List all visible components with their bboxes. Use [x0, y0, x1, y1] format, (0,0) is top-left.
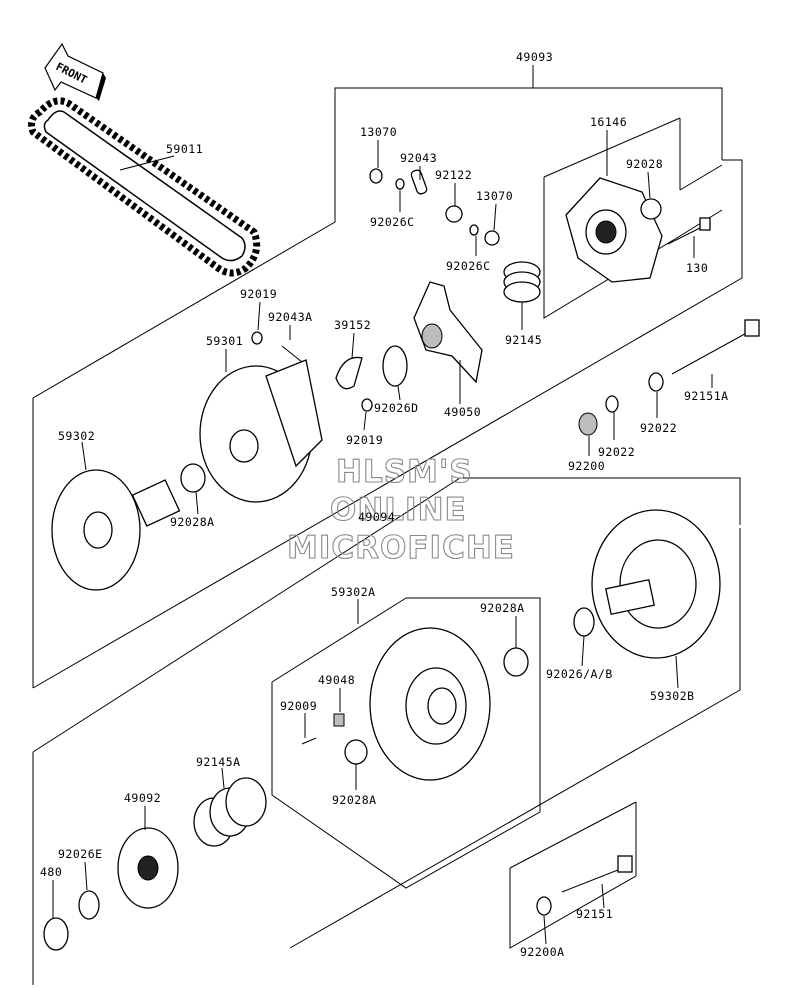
label-92200: 92200: [568, 459, 605, 473]
label-92009: 92009: [280, 699, 317, 713]
collar-92122: [445, 205, 463, 223]
bushing-92028a: [180, 463, 206, 493]
circlip-480: [43, 917, 69, 951]
retainer-49092: [117, 827, 179, 909]
label-92026e: 92026E: [58, 847, 103, 861]
label-49092: 49092: [124, 791, 161, 805]
label-92028: 92028: [626, 157, 663, 171]
label-59011: 59011: [166, 142, 203, 156]
nut-92019-b: [361, 398, 373, 412]
label-92022-b: 92022: [598, 445, 635, 459]
bolt-130: [667, 217, 711, 245]
label-92028a-3: 92028A: [332, 793, 377, 807]
cam-59302a: [369, 627, 491, 781]
label-39152: 39152: [334, 318, 371, 332]
fixed-sheave-59302: [51, 469, 181, 591]
collar-13070: [369, 168, 383, 184]
nut-92019: [251, 331, 263, 345]
bolt-92151: [561, 855, 633, 893]
bushing-92028a-2: [503, 647, 529, 677]
watermark-line-1: HLSM'S: [336, 454, 473, 490]
pin-92043: [410, 169, 428, 195]
washer-92026d: [382, 345, 408, 387]
label-49048: 49048: [318, 673, 355, 687]
label-49094: 49094: [358, 510, 395, 524]
washer-92022: [648, 372, 664, 392]
label-92043a: 92043A: [268, 310, 313, 324]
rocker-arm-49050: [413, 281, 483, 384]
washer-92026c: [395, 178, 405, 190]
collar-13070-b: [484, 230, 500, 246]
label-49093: 49093: [516, 50, 553, 64]
label-92028a-2: 92028A: [480, 601, 525, 615]
hub-16146: [565, 177, 663, 283]
label-92043: 92043: [400, 151, 437, 165]
label-16146: 16146: [590, 115, 627, 129]
label-13070: 13070: [360, 125, 397, 139]
drive-belt: [28, 97, 261, 277]
watermark-line-2: ONLINE: [330, 492, 467, 528]
nut-92200a: [536, 896, 552, 916]
label-92022: 92022: [640, 421, 677, 435]
label-92151: 92151: [576, 907, 613, 921]
washer-92022-b: [605, 395, 619, 413]
front-arrow-icon: FRONT: [44, 42, 106, 101]
label-59302a: 59302A: [331, 585, 376, 599]
label-92145: 92145: [505, 333, 542, 347]
shoe-49048: [333, 713, 345, 727]
washer-92026e: [78, 890, 100, 920]
label-130: 130: [686, 261, 708, 275]
label-92145a: 92145A: [196, 755, 241, 769]
watermark-line-3: MICROFICHE: [287, 530, 515, 566]
label-92122: 92122: [435, 168, 472, 182]
label-59302: 59302: [58, 429, 95, 443]
label-92026c: 92026C: [370, 215, 415, 229]
movable-sheave-59301: [199, 359, 323, 503]
label-92019: 92019: [240, 287, 277, 301]
label-92200a: 92200A: [520, 945, 565, 959]
label-92026-a-b: 92026/A/B: [546, 667, 613, 681]
bolt-92151a: [671, 319, 760, 375]
weight-39152: [335, 356, 363, 390]
washer-92026-a-b: [573, 607, 595, 637]
label-59301: 59301: [206, 334, 243, 348]
watermark: HLSM'S ONLINE MICROFICHE: [286, 453, 515, 566]
label-13070-b: 13070: [476, 189, 513, 203]
label-92019-b: 92019: [346, 433, 383, 447]
label-59302b: 59302B: [650, 689, 695, 703]
leader-lines: [52, 65, 713, 945]
group-outline-49094: [32, 477, 741, 985]
label-92026c-b: 92026C: [446, 259, 491, 273]
screw-92009: [301, 737, 317, 745]
washer-92026c-b: [469, 224, 479, 236]
label-92026d: 92026D: [374, 401, 419, 415]
pin-92043a: [281, 345, 303, 363]
spring-92145: [503, 261, 541, 303]
driven-sheave-59302b: [591, 509, 721, 659]
spring-92145a: [193, 777, 267, 847]
nut-92200: [578, 412, 598, 436]
label-49050: 49050: [444, 405, 481, 419]
label-480: 480: [40, 865, 62, 879]
label-92151a: 92151A: [684, 389, 729, 403]
bushing-92028: [640, 198, 662, 220]
bushing-92028a-3: [344, 739, 368, 765]
label-92028a: 92028A: [170, 515, 215, 529]
part-labels: 49093 59011 13070 92043 92122 13070 9202…: [40, 50, 729, 959]
